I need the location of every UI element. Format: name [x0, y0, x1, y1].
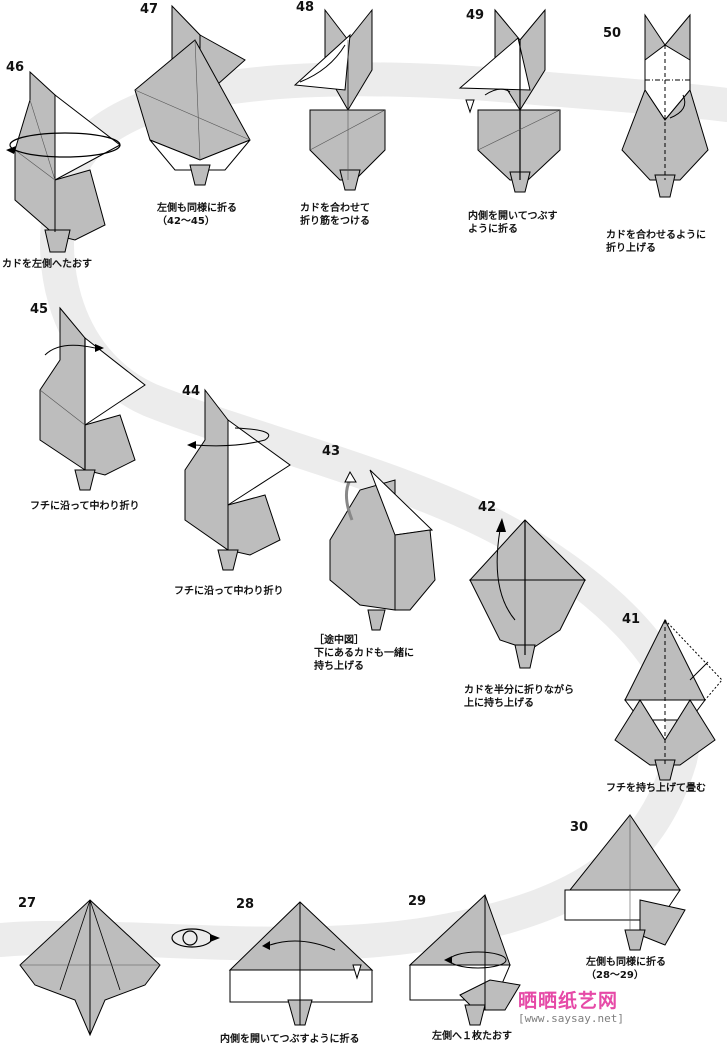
step-28-caption: 内側を開いてつぶすように折る — [220, 1034, 360, 1045]
step-45-caption: フチに沿って中わり折り — [30, 501, 140, 512]
step-48-caption: カドを合わせて 折り筋をつける — [300, 203, 370, 227]
step-30-caption: 左側も同様に折る （28〜29） — [586, 957, 666, 981]
step-42-number: 42 — [478, 500, 497, 515]
step-28-figure — [228, 901, 374, 1026]
step-43-number: 43 — [322, 444, 341, 459]
step-46-number: 46 — [6, 60, 25, 75]
watermark-site: [www.saysay.net] — [518, 1012, 624, 1025]
step-45-figure — [39, 306, 146, 491]
flip-over-symbol — [171, 928, 220, 948]
step-29-number: 29 — [408, 894, 427, 909]
step-45-number: 45 — [30, 302, 49, 317]
step-46-caption: カドを左側へたおす — [2, 259, 92, 270]
step-48-number: 48 — [296, 0, 315, 15]
step-50-number: 50 — [603, 26, 622, 41]
step-44-figure — [184, 388, 291, 571]
step-48-figure — [293, 8, 386, 191]
step-50-caption: カドを合わせるように 折り上げる — [606, 230, 706, 254]
step-30-number: 30 — [570, 820, 589, 835]
step-46-figure — [6, 70, 121, 253]
step-41-number: 41 — [622, 612, 641, 627]
step-41-caption: フチを持ち上げて畳む — [606, 783, 706, 794]
step-50-figure — [621, 13, 709, 198]
step-29-caption: 左側へ１枚たおす — [432, 1031, 512, 1042]
step-49-number: 49 — [466, 8, 485, 23]
watermark-brand: 晒晒纸艺网 — [518, 990, 619, 1012]
step-41-figure — [614, 618, 723, 781]
step-27-number: 27 — [18, 896, 37, 911]
step-42-caption: カドを半分に折りながら 上に持ち上げる — [464, 685, 574, 709]
step-43-caption: ［途中図］ 下にあるカドも一緒に 持ち上げる — [314, 635, 414, 672]
step-47-figure — [134, 4, 251, 186]
step-49-caption: 内側を開いてつぶす ように折る — [468, 211, 558, 235]
step-29-figure — [408, 894, 521, 1026]
step-44-caption: フチに沿って中わり折り — [174, 586, 284, 597]
step-28-number: 28 — [236, 897, 255, 912]
step-49-figure — [458, 8, 561, 193]
step-47-caption: 左側も同様に折る （42〜45） — [157, 203, 237, 227]
step-27-figure — [19, 899, 161, 1037]
step-30-figure — [564, 814, 686, 951]
step-47-number: 47 — [140, 2, 159, 17]
step-43-figure — [329, 469, 436, 631]
step-42-figure — [468, 518, 587, 669]
step-44-number: 44 — [182, 384, 201, 399]
